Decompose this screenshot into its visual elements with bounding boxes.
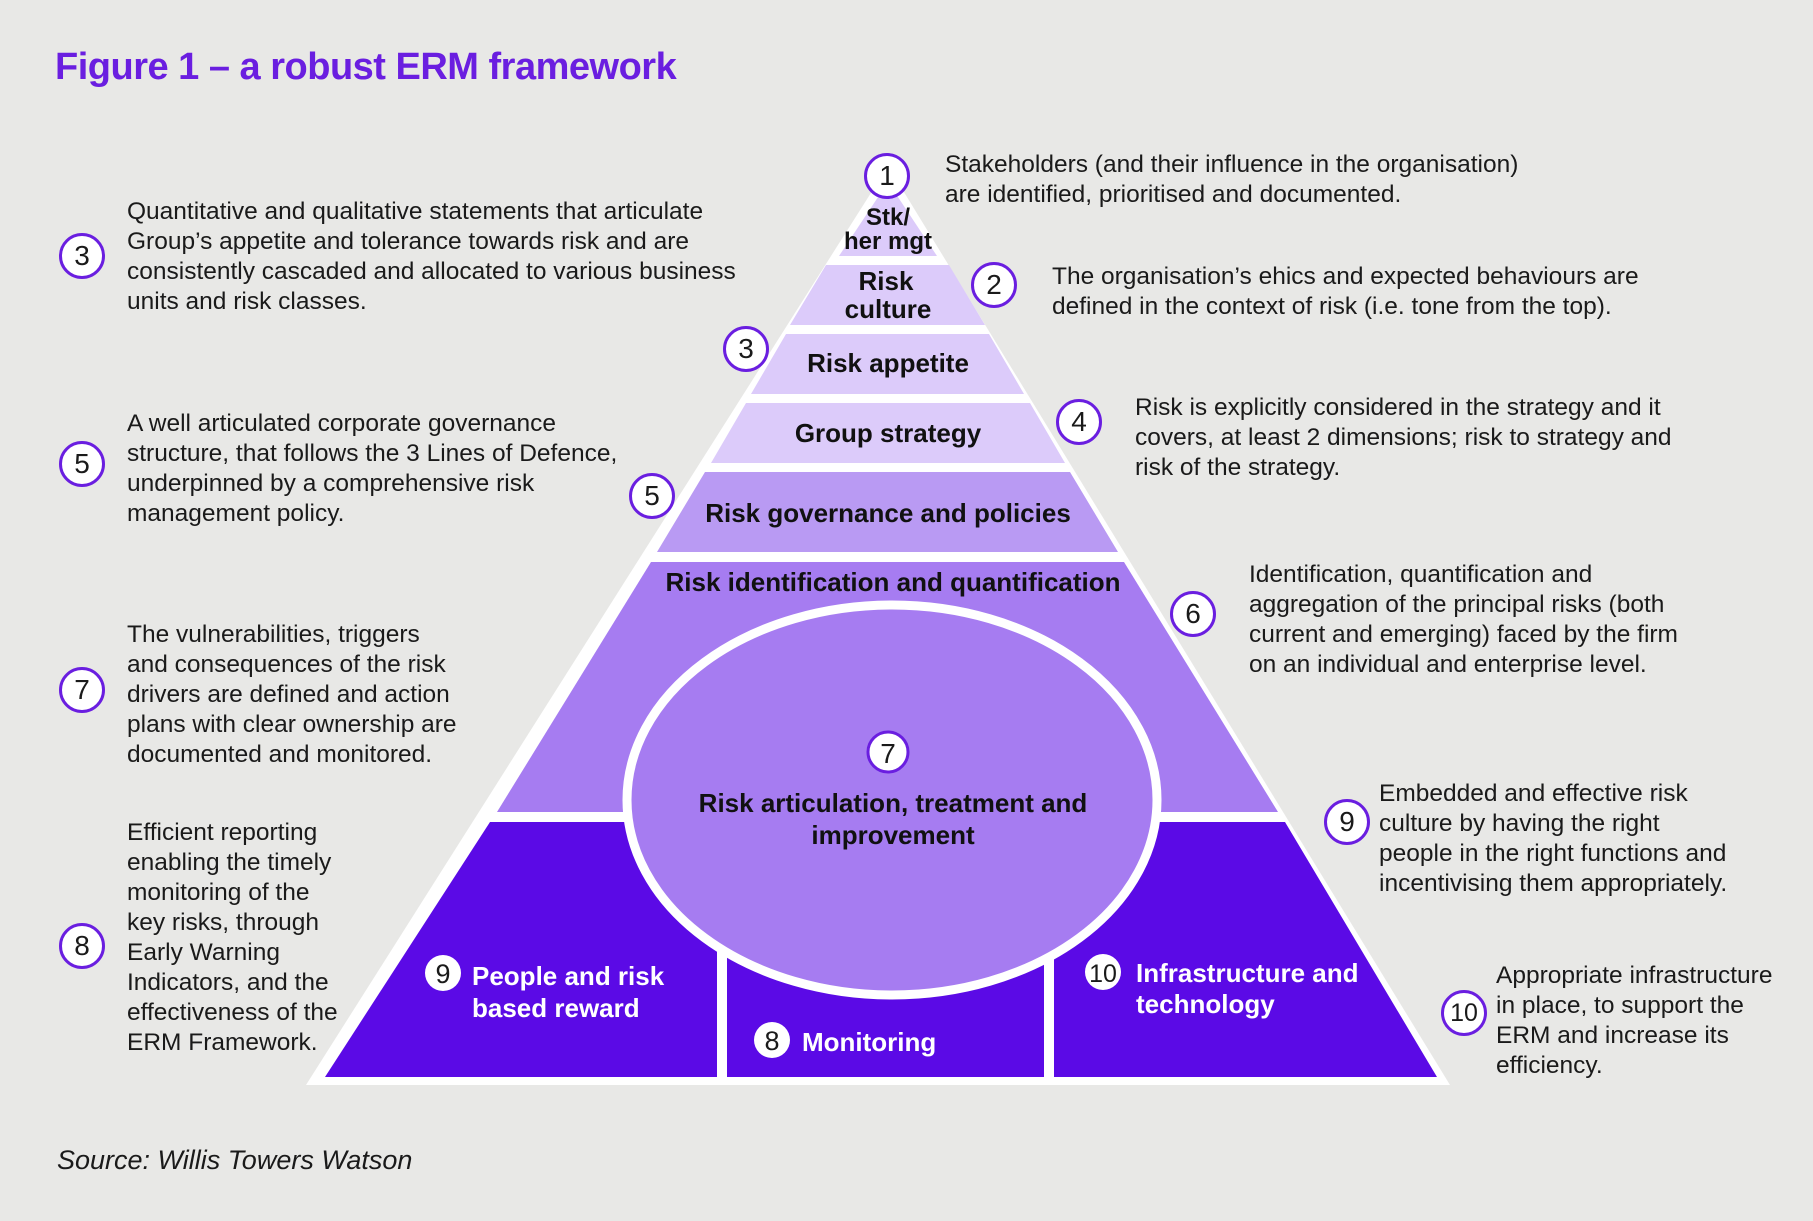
description-7-line: and consequences of the risk [127,651,446,678]
badge-1: 1 [864,153,910,199]
description-10-line: in place, to support the [1496,992,1744,1019]
description-4-line: covers, at least 2 dimensions; risk to s… [1135,424,1672,451]
badge-10: 10 [1441,990,1487,1036]
description-7: The vulnerabilities, triggers and conseq… [127,620,457,770]
description-3-line: Quantitative and qualitative statements … [127,198,704,225]
tier-stakeholder-mgmt [839,182,937,256]
tier3-label: Risk appetite [807,348,969,378]
description-9: Embedded and effective risk culture by h… [1379,779,1727,899]
badge-9: 9 [1324,799,1370,845]
badge-2: 2 [971,262,1017,308]
description-10: Appropriate infrastructure in place, to … [1496,961,1772,1081]
tier2-label-line1: Risk [859,266,914,296]
block-people-reward [325,822,717,1077]
description-6-line: aggregation of the principal risks (both [1249,591,1665,618]
badge-7: 7 [59,667,105,713]
tier2-label-line2: culture [845,294,932,324]
description-3: Quantitative and qualitative statements … [127,197,736,317]
description-8-line: ERM Framework. [127,1029,318,1056]
tier9-label-line2: based reward [472,993,640,1023]
description-8-line: Indicators, and the [127,969,329,996]
description-5-line: underpinned by a comprehensive risk [127,470,535,497]
source-caption: Source: Willis Towers Watson [57,1145,413,1175]
tier-risk-culture [790,265,985,325]
description-5-line: A well articulated corporate governance [127,410,557,437]
description-7-line: The vulnerabilities, triggers [127,621,420,648]
description-7-line: documented and monitored. [127,741,433,768]
description-10-line: Appropriate infrastructure [1496,962,1773,989]
description-2: The organisation’s ehics and expected be… [1052,262,1639,322]
description-3-line: Group’s appetite and tolerance towards r… [127,228,690,255]
description-6-line: Identification, quantification and [1249,561,1593,588]
tier-risk-governance [657,472,1118,552]
block-infrastructure [1054,822,1437,1077]
tier1-label-line1: Stk/ [866,204,910,231]
tier-risk-appetite [751,334,1024,394]
description-2-line: defined in the context of risk (i.e. ton… [1052,293,1612,320]
description-2-line: The organisation’s ehics and expected be… [1052,263,1639,290]
tier10-label-line1: Infrastructure and [1136,958,1359,988]
description-8-line: enabling the timely [127,849,332,876]
description-8-line: Efficient reporting [127,819,318,846]
description-1-line: are identified, prioritised and document… [945,181,1402,208]
description-5-line: structure, that follows the 3 Lines of D… [127,440,618,467]
tier8-badge-number: 8 [764,1026,779,1056]
description-4-line: Risk is explicitly considered in the str… [1135,394,1661,421]
description-8-line: key risks, through [127,909,319,936]
description-8-line: effectiveness of the [127,999,338,1026]
description-8-line: Early Warning [127,939,280,966]
badge-3-pyramid: 3 [723,326,769,372]
tier7-badge [866,730,910,774]
badge-4: 4 [1056,399,1102,445]
tier6-label: Risk identification and quantification [665,567,1120,597]
figure-title: Figure 1 – a robust ERM framework [55,46,677,88]
description-5-line: management policy. [127,500,345,527]
tier10-badge-number: 10 [1089,960,1117,988]
tier10-label-line2: technology [1136,989,1275,1019]
description-8: Efficient reporting enabling the timely … [127,818,338,1058]
description-4: Risk is explicitly considered in the str… [1135,393,1672,483]
tier5-label: Risk governance and policies [705,498,1071,528]
tier10-badge [1085,954,1121,990]
tier9-badge-number: 9 [435,959,450,989]
description-9-line: people in the right functions and [1379,840,1727,867]
badge-6: 6 [1170,591,1216,637]
tier9-badge [425,955,461,991]
tier9-label-line1: People and risk [472,961,665,991]
tier7-badge-number: 7 [880,738,896,769]
description-9-line: Embedded and effective risk [1379,780,1688,807]
description-6-line: on an individual and enterprise level. [1249,651,1647,678]
description-7-line: plans with clear ownership are [127,711,457,738]
description-9-line: incentivising them appropriately. [1379,870,1728,897]
description-10-line: efficiency. [1496,1052,1603,1079]
description-1: Stakeholders (and their influence in the… [945,150,1518,210]
tier8-label: Monitoring [802,1027,936,1057]
tier8-badge [754,1022,790,1058]
description-3-line: units and risk classes. [127,288,367,315]
tier4-label: Group strategy [795,418,982,448]
description-3-line: consistently cascaded and allocated to v… [127,258,736,285]
tier7-label-line1: Risk articulation, treatment and [699,788,1088,818]
description-6-line: current and emerging) faced by the firm [1249,621,1678,648]
description-5: A well articulated corporate governance … [127,409,617,529]
description-7-line: drivers are defined and action [127,681,450,708]
tier7-label-line2: improvement [811,820,975,850]
tier-group-strategy [711,403,1065,463]
badge-8: 8 [59,923,105,969]
description-10-line: ERM and increase its [1496,1022,1729,1049]
ellipse-risk-articulation [622,600,1162,1000]
description-8-line: monitoring of the [127,879,310,906]
description-4-line: risk of the strategy. [1135,454,1341,481]
description-1-line: Stakeholders (and their influence in the… [945,151,1519,178]
badge-5: 5 [59,441,105,487]
tier1-label-line2: her mgt [844,228,932,255]
description-9-line: culture by having the right [1379,810,1660,837]
badge-3: 3 [59,233,105,279]
badge-5-pyramid: 5 [629,473,675,519]
description-6: Identification, quantification and aggre… [1249,560,1678,680]
